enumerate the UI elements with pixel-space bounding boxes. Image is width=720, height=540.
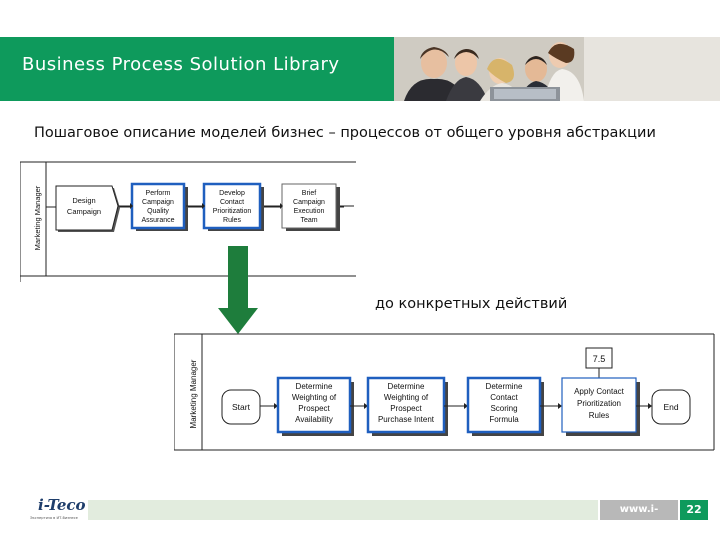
step-label: Campaign	[67, 207, 101, 216]
step-ref-badge: 7.5	[585, 347, 613, 378]
start-node[interactable]: Start	[221, 389, 261, 425]
step-label: Team	[300, 217, 317, 224]
step-label: Develop	[219, 190, 245, 197]
step-perform-campaign-qa[interactable]: Perform Campaign Quality Assurance	[130, 182, 188, 231]
end-node[interactable]: End	[651, 389, 691, 425]
step-label: Prioritization	[213, 208, 252, 215]
step-label: Determine	[296, 382, 333, 391]
footer-url-link[interactable]: www.i-teco.ru	[600, 500, 678, 535]
step-label: Formula	[489, 415, 519, 424]
step-scoring-formula[interactable]: Determine Contact Scoring Formula	[466, 376, 544, 436]
step-label: Purchase Intent	[378, 415, 435, 424]
people-photo-image	[394, 37, 720, 101]
logo-name: i-Teco	[38, 496, 86, 514]
step-brief-execution-team[interactable]: Brief Campaign Execution Team	[281, 183, 340, 231]
process-diagram-top: Marketing Manager Design Campaign Perfor…	[19, 158, 356, 282]
step-label: Scoring	[490, 404, 517, 413]
step-ref-label: 7.5	[593, 354, 606, 364]
step-label: Prospect	[298, 404, 330, 413]
step-label: Quality	[147, 208, 169, 215]
step-label: Campaign	[293, 199, 325, 206]
step-label: Determine	[388, 382, 425, 391]
step-label: Campaign	[142, 199, 174, 206]
step-develop-contact-rules[interactable]: Develop Contact Prioritization Rules	[202, 182, 264, 231]
step-label: Weighting of	[384, 393, 429, 402]
step-design-campaign[interactable]: Design Campaign	[55, 185, 120, 232]
step-label: Brief	[302, 190, 316, 197]
step-label: Prospect	[390, 404, 422, 413]
step-label: Assurance	[141, 217, 174, 224]
step-label: Rules	[589, 411, 609, 420]
header-photo	[394, 37, 720, 101]
logo-tagline: Экспертиза в ИТ-бизнесе	[30, 516, 78, 520]
page-number: 22	[680, 500, 708, 520]
lane-label: Marketing Manager	[189, 359, 198, 428]
step-label: Availability	[295, 415, 333, 424]
step-label: Prioritization	[577, 399, 621, 408]
step-label: Rules	[223, 217, 241, 224]
footer-bar	[88, 500, 598, 520]
step-label: Perform	[146, 190, 171, 197]
step-label: Contact	[490, 393, 518, 402]
step-label: Apply Contact	[574, 387, 625, 396]
subtitle: Пошаговое описание моделей бизнес – проц…	[34, 125, 656, 141]
step-label: Contact	[220, 199, 244, 206]
company-logo: i-Teco Экспертиза в ИТ-бизнесе	[30, 496, 86, 524]
lane-label: Marketing Manager	[33, 185, 42, 250]
step-apply-rules[interactable]: Apply Contact Prioritization Rules	[561, 377, 640, 436]
step-label: Weighting of	[292, 393, 337, 402]
down-arrow-icon	[218, 246, 258, 340]
step-prospect-availability[interactable]: Determine Weighting of Prospect Availabi…	[276, 376, 354, 436]
subtitle-bottom: до конкретных действий	[375, 296, 568, 312]
step-purchase-intent[interactable]: Determine Weighting of Prospect Purchase…	[366, 376, 448, 436]
start-label: Start	[232, 402, 251, 412]
step-label: Determine	[486, 382, 523, 391]
end-label: End	[663, 402, 678, 412]
page-title: Business Process Solution Library	[22, 54, 340, 75]
step-label: Execution	[294, 208, 325, 215]
process-diagram-bottom: Marketing Manager Start Determine Weight…	[173, 330, 720, 454]
step-label: Design	[72, 196, 95, 205]
